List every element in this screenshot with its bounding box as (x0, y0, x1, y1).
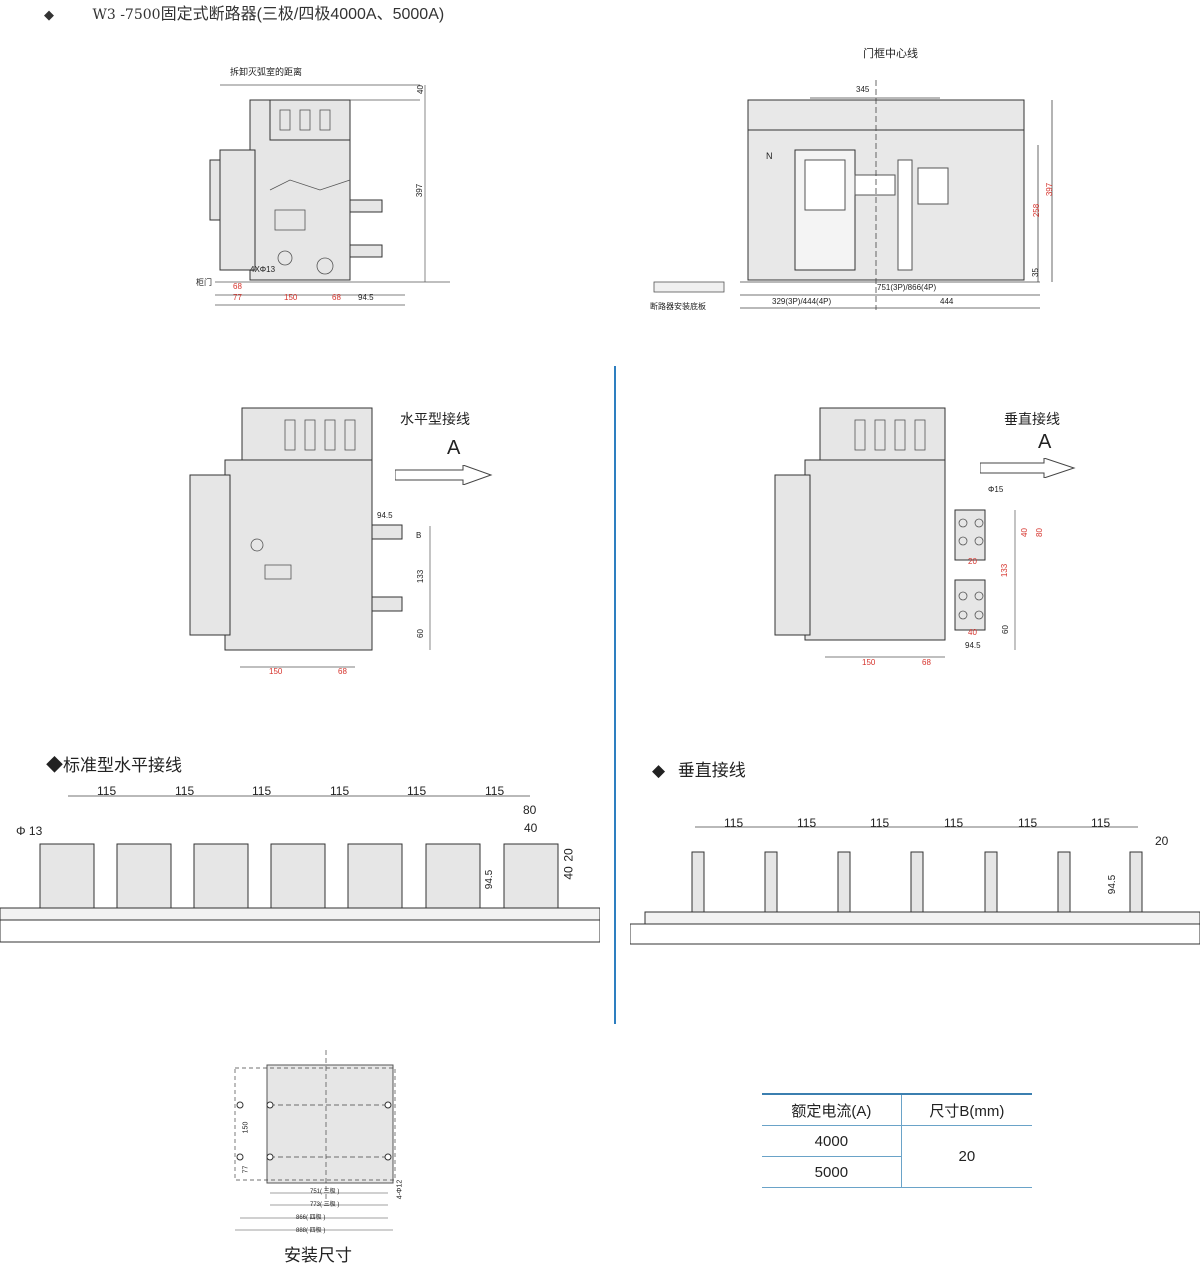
mounting-caption: 安装尺寸 (284, 1246, 352, 1265)
header-dimension-b: 尺寸B(mm) (900, 1093, 1032, 1126)
dim-40a: 40 (1019, 528, 1029, 537)
dim-68-right: 68 (922, 658, 931, 667)
table-row: 4000 20 (762, 1125, 1032, 1188)
vb-dim-20: 20 (1155, 834, 1169, 848)
dim-40: 40 (415, 85, 425, 94)
vb-spacing-5: 115 (1018, 816, 1038, 830)
dim-397: 397 (415, 183, 425, 198)
hb-dim-94-5: 94.5 (484, 869, 496, 890)
hb-spacing-3: 115 (252, 784, 272, 798)
rated-current-cell: 4000 (762, 1125, 902, 1157)
section-vertical: ◆ 垂直接线 (652, 761, 746, 780)
dim-60-right: 60 (1000, 625, 1010, 634)
dim-77: 77 (233, 293, 242, 302)
dim-35: 35 (1030, 268, 1040, 277)
arc-chamber-label: 拆卸灭弧室的距离 (230, 67, 303, 77)
hb-dim-80: 80 (523, 803, 537, 817)
section-horizontal: ◆标准型水平接线 (46, 756, 182, 775)
vertical-wiring-side-view (774, 407, 1016, 658)
hb-spacing-1: 115 (97, 784, 117, 798)
dim-80: 80 (1034, 528, 1044, 537)
dim-133-right: 133 (1000, 563, 1010, 578)
mounting-drawing (234, 1050, 396, 1231)
dim-68b: 68 (332, 293, 341, 302)
dim-68a: 68 (233, 282, 242, 291)
mount-plate-label: 断路器安装底板 (650, 302, 706, 311)
vertical-bus-drawing (630, 826, 1200, 945)
rated-current-cell: 5000 (762, 1156, 902, 1188)
vb-spacing-2: 115 (797, 816, 817, 830)
mount-dim-866: 866( 四极 ) (296, 1215, 326, 1221)
dim-94-5: 94.5 (358, 293, 374, 302)
bullet-icon: ◆ (652, 761, 666, 780)
spec-table: 额定电流(A) 尺寸B(mm) 4000 20 5000 (762, 1093, 1032, 1188)
front-view-drawing (653, 80, 1053, 310)
dim-345: 345 (856, 85, 870, 94)
neutral-label: N (766, 151, 773, 161)
dimension-b-cell: 20 (900, 1125, 1032, 1188)
dim-94-5-right: 94.5 (965, 641, 981, 650)
vb-dim-94-5: 94.5 (1107, 874, 1119, 895)
dim-phi15: Φ15 (988, 485, 1004, 494)
model-code: W3 -7500 (92, 7, 161, 23)
header-rated-current: 额定电流(A) (762, 1093, 902, 1126)
hb-spacing-6: 115 (485, 784, 505, 798)
door-center-label: 门框中心线 (863, 48, 918, 60)
hb-dim-40: 40 (524, 821, 538, 835)
dim-258: 258 (1032, 203, 1042, 218)
horizontal-wiring-title: 水平型接线 (400, 411, 470, 427)
arrow-a-right-icon (979, 457, 1076, 479)
table-row: 5000 (762, 1156, 1032, 1188)
hb-spacing-4: 115 (330, 784, 350, 798)
mount-dim-751: 751( 三极 ) (310, 1189, 340, 1195)
arrow-a-label-right: A (1038, 431, 1052, 453)
dim-60: 60 (415, 629, 425, 638)
dim-94-5-mid: 94.5 (377, 511, 393, 520)
hb-spacing-5: 115 (407, 784, 427, 798)
dim-751: 751(3P)/866(4P) (877, 283, 937, 292)
dim-133: 133 (416, 569, 426, 584)
dim-b: B (416, 531, 422, 540)
hb-spacing-2: 115 (175, 784, 195, 798)
arrow-a-icon (394, 464, 493, 486)
horizontal-bus-drawing (0, 795, 600, 943)
bullet-icon: ◆ (46, 756, 63, 775)
page-title: ◆ W3 -7500固定式断路器(三极/四极4000A、5000A) (44, 0, 444, 24)
side-view-drawing (209, 84, 450, 306)
dim-20: 20 (968, 557, 977, 566)
bullet-icon: ◆ (44, 7, 54, 22)
vb-spacing-4: 115 (944, 816, 964, 830)
vb-spacing-6: 115 (1091, 816, 1111, 830)
vertical-divider (614, 366, 616, 1024)
mount-dim-77: 77 (242, 1165, 250, 1174)
arrow-a-label: A (447, 437, 461, 459)
dim-68-mid: 68 (338, 667, 347, 676)
mount-dim-773: 773( 三极 ) (310, 1202, 340, 1208)
dim-150-mid: 150 (269, 667, 283, 676)
mount-dim-150: 150 (242, 1121, 250, 1134)
door-label: 柜门 (196, 278, 212, 287)
mount-dim-888: 888( 四极 ) (296, 1228, 326, 1234)
mount-dim-holes: 4-Φ12 (396, 1179, 404, 1200)
dim-444: 444 (940, 297, 954, 306)
vertical-wiring-title: 垂直接线 (1004, 411, 1060, 427)
dim-397-front: 397 (1045, 182, 1055, 197)
table-header-row: 额定电流(A) 尺寸B(mm) (762, 1093, 1032, 1126)
horizontal-wiring-side-view (189, 407, 431, 668)
hb-dim-20: 20 (561, 848, 576, 862)
hb-dim-40v: 40 (561, 866, 576, 880)
vb-spacing-1: 115 (724, 816, 744, 830)
dim-4x13: 4XΦ13 (250, 265, 276, 274)
vb-spacing-3: 115 (870, 816, 890, 830)
dim-329: 329(3P)/444(4P) (772, 297, 832, 306)
title-text: 固定式断路器(三极/四极4000A、5000A) (160, 6, 445, 23)
hb-hole-dim: Φ 13 (16, 824, 43, 838)
dim-150: 150 (284, 293, 298, 302)
dim-40b: 40 (968, 628, 977, 637)
dim-150-right: 150 (862, 658, 876, 667)
